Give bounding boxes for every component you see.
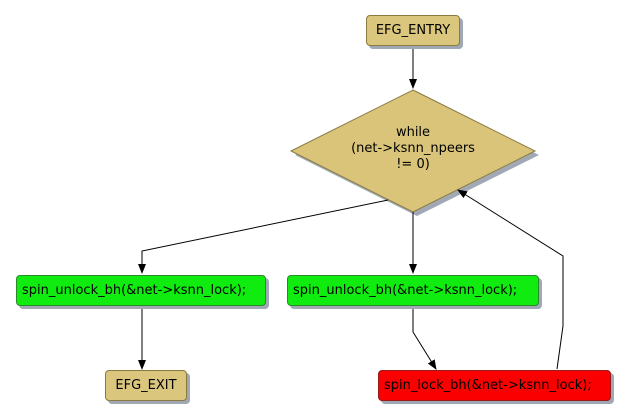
unlock-left-node[interactable]: spin_unlock_bh(&net->ksnn_lock);	[16, 275, 266, 306]
exit-node-label: EFG_EXIT	[115, 378, 177, 393]
loop-condition-text: while (net->ksnn_npeers != 0)	[333, 125, 493, 173]
edge-unlock-right-to-lock	[412, 305, 437, 370]
entry-node-label: EFG_ENTRY	[375, 23, 451, 38]
edge-loop-to-unlock-left	[138, 199, 389, 274]
loop-condition-line-1: while	[395, 125, 431, 140]
lock-node[interactable]: spin_lock_bh(&net->ksnn_lock);	[378, 370, 611, 401]
exit-node[interactable]: EFG_EXIT	[105, 370, 187, 401]
unlock-right-node-label: spin_unlock_bh(&net->ksnn_lock);	[293, 283, 518, 298]
lock-node-label: spin_lock_bh(&net->ksnn_lock);	[384, 378, 592, 393]
loop-condition-line-3: != 0)	[396, 157, 430, 172]
edge-lock-to-loop	[457, 189, 564, 370]
unlock-left-node-label: spin_unlock_bh(&net->ksnn_lock);	[22, 283, 247, 298]
unlock-right-node[interactable]: spin_unlock_bh(&net->ksnn_lock);	[287, 275, 539, 306]
entry-node[interactable]: EFG_ENTRY	[366, 15, 460, 46]
loop-condition-line-2: (net->ksnn_npeers	[351, 141, 475, 156]
